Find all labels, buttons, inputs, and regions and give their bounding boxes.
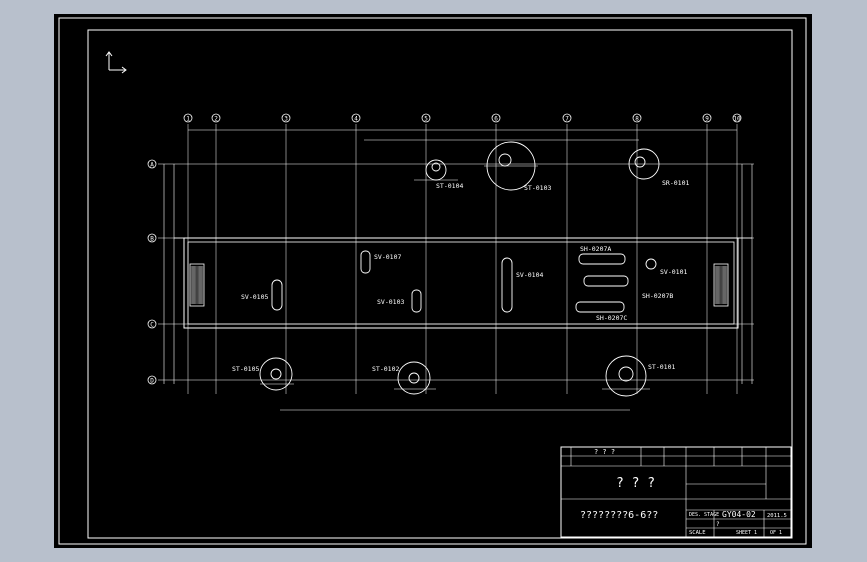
grid-bubble-col: [491, 113, 501, 123]
grid-bubble-col: [632, 113, 642, 123]
drawing-number: GY04-02: [722, 510, 756, 519]
equip-tag-st-0102: ST-0102: [372, 365, 399, 373]
grid-bubble-col: [732, 113, 742, 123]
grid-bubble-row: [147, 375, 157, 385]
equip-tag-st-0104: ST-0104: [436, 182, 463, 190]
grid-label-col: 8: [635, 116, 639, 123]
scale-label: SCALE: [689, 530, 706, 536]
grid-label-col: 4: [354, 116, 358, 123]
grid-bubble-col: [421, 113, 431, 123]
grid-bubble-col: [351, 113, 361, 123]
grid-bubble-col: [281, 113, 291, 123]
grid-bubble-row: [147, 159, 157, 169]
title-block-header-text: ? ? ?: [594, 448, 615, 456]
equip-tag-st-0105: ST-0105: [232, 365, 259, 373]
equipment-labels: ST-0104 ST-0103 SR-0101 SV-0107 SV-0103 …: [232, 179, 689, 373]
grid-label-col: 7: [565, 116, 569, 123]
ucs-icon: [105, 51, 127, 74]
title-block: ? ? ? ? ? ? ????????6-6?? DES. STAGE GY0…: [560, 446, 792, 538]
cad-drawing: 1 2 3 4 5 6 7 8 9 10 A B C D: [58, 17, 807, 545]
grid-label-row: D: [150, 378, 154, 385]
grid-label-col: 10: [733, 116, 741, 123]
scale-value: ?: [716, 521, 720, 528]
grid-label-col: 9: [705, 116, 709, 123]
grid-bubble-row: [147, 319, 157, 329]
side-dimension-lines: [163, 164, 753, 384]
top-dimension-line: [188, 129, 737, 141]
stair-left: [189, 263, 205, 307]
equip-tag-sh-0207a: SH-0207A: [580, 245, 611, 253]
equip-tag-st-0101: ST-0101: [648, 363, 675, 371]
outer-frame: [58, 17, 807, 545]
inner-frame: [87, 29, 793, 539]
grid-label-row: C: [150, 322, 154, 329]
grid-bubble-row: [147, 233, 157, 243]
grid-label-col: 6: [494, 116, 498, 123]
title-block-footer-text: ????????6-6??: [580, 510, 658, 521]
grid-bubble-col: [183, 113, 193, 123]
grid-label-col: 5: [424, 116, 428, 123]
equip-tag-sh-0207c: SH-0207C: [596, 314, 627, 322]
equip-tag-sv-0105: SV-0105: [241, 293, 268, 301]
equip-tag-sv-0104: SV-0104: [516, 271, 543, 279]
grid-bubble-col: [702, 113, 712, 123]
drawing-sheet: 1 2 3 4 5 6 7 8 9 10 A B C D: [54, 14, 812, 548]
grid-label-row: B: [150, 236, 154, 243]
grid-bubble-col: [562, 113, 572, 123]
grid-label-row: A: [150, 162, 154, 169]
grid-label-col: 1: [186, 116, 190, 123]
equip-tag-sr-0101: SR-0101: [662, 179, 689, 187]
grid-label-col: 2: [214, 116, 218, 123]
building-outline: [174, 237, 752, 329]
equip-tag-sv-0101: SV-0101: [660, 268, 687, 276]
sheet-of: OF 1: [770, 530, 782, 536]
equip-tag-sh-0207b: SH-0207B: [642, 292, 673, 300]
drawing-date: 2011.5: [767, 513, 787, 519]
equip-tag-sv-0107: SV-0107: [374, 253, 401, 261]
equipment-shapes: [259, 141, 660, 411]
equip-tag-sv-0103: SV-0103: [377, 298, 404, 306]
grid-bubble-col: [211, 113, 221, 123]
equip-tag-st-0103: ST-0103: [524, 184, 551, 192]
stair-right: [713, 263, 729, 307]
grid-label-col: 3: [284, 116, 288, 123]
grid-columns: 1 2 3 4 5 6 7 8 9 10: [183, 113, 742, 394]
design-stage-label: DES. STAGE: [689, 512, 719, 518]
project-title: ? ? ?: [616, 476, 655, 491]
sheet-number: SHEET 1: [736, 530, 757, 536]
